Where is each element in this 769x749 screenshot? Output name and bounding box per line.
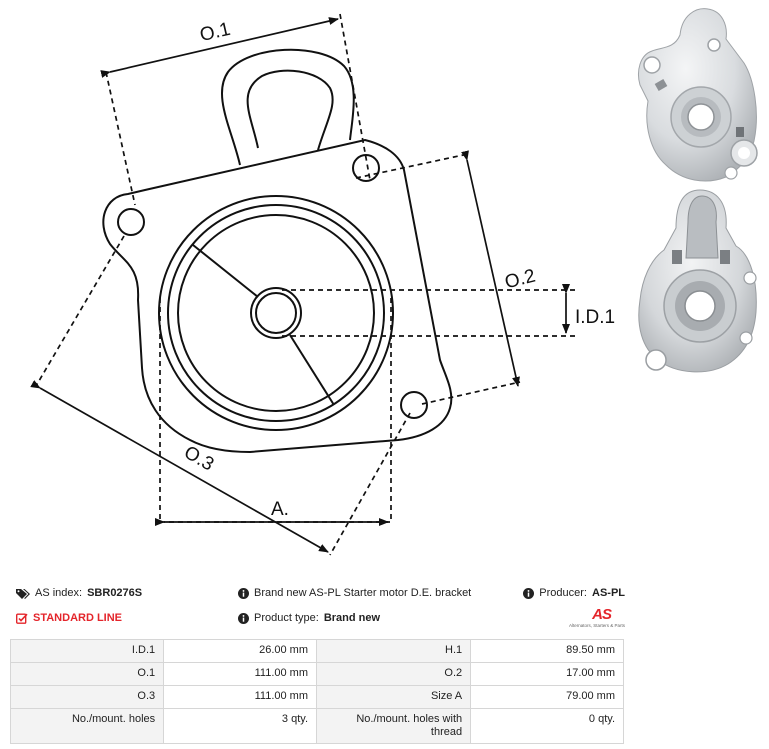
- spec-value: 17.00 mm: [470, 662, 624, 686]
- bracket-flange-outline: [102, 138, 453, 454]
- spec-key: Size A: [316, 685, 472, 709]
- product-photo-bottom: [638, 189, 757, 373]
- spec-key: No./mount. holes with thread: [316, 708, 472, 744]
- spec-key: No./mount. holes: [9, 708, 165, 744]
- table-row: No./mount. holes 3 qty. No./mount. holes…: [9, 708, 624, 744]
- label-o1: O.1: [198, 19, 233, 46]
- mount-hole-top-right: [352, 154, 380, 182]
- label-a: A.: [271, 499, 289, 520]
- spec-value: 111.00 mm: [163, 662, 318, 686]
- producer-label: Producer:: [539, 587, 587, 599]
- info-icon: [238, 587, 249, 599]
- product-photo-top: [638, 8, 758, 182]
- bore-inner: [255, 292, 297, 334]
- as-pl-logo: AS Alternators, Starters & Parts: [563, 606, 625, 630]
- mount-hole-bottom-right: [400, 391, 428, 419]
- spec-value: 111.00 mm: [163, 685, 318, 709]
- logo-text: AS: [592, 606, 612, 623]
- description-text: Brand new AS-PL Starter motor D.E. brack…: [254, 587, 472, 599]
- spec-value: 79.00 mm: [470, 685, 624, 709]
- table-row: I.D.1 26.00 mm H.1 89.50 mm: [9, 639, 624, 663]
- label-o2: O.2: [503, 266, 538, 294]
- table-row: O.1 111.00 mm O.2 17.00 mm: [9, 662, 624, 686]
- label-id1: I.D.1: [575, 307, 615, 328]
- product-type-value: Brand new: [323, 612, 381, 624]
- info-icon: [523, 587, 535, 599]
- check-square-icon: [16, 613, 28, 624]
- producer: Producer: AS-PL: [523, 587, 625, 599]
- standard-line-text: STANDARD LINE: [33, 612, 123, 624]
- specs-table: I.D.1 26.00 mm H.1 89.50 mm O.1 111.00 m…: [9, 639, 624, 744]
- bore-outer: [250, 287, 302, 339]
- spec-value: 89.50 mm: [470, 639, 624, 663]
- spec-key: O.3: [9, 685, 165, 709]
- as-index: AS index: SBR0276S: [16, 587, 142, 599]
- bracket-top-lug-slot: [246, 69, 334, 151]
- spec-value: 0 qty.: [470, 708, 624, 744]
- as-index-value: SBR0276S: [87, 587, 143, 599]
- producer-value: AS-PL: [592, 587, 625, 599]
- spec-key: O.2: [316, 662, 472, 686]
- spec-value: 26.00 mm: [163, 639, 318, 663]
- inner-pilot-circle: [167, 204, 385, 422]
- product-type: Product type: Brand new: [238, 612, 380, 624]
- mount-hole-left: [117, 208, 145, 236]
- spec-value: 3 qty.: [163, 708, 318, 744]
- info-icon: [238, 612, 249, 624]
- product-type-label: Product type:: [254, 612, 319, 624]
- outer-pilot-circle: [158, 195, 394, 431]
- tags-icon: [16, 588, 30, 599]
- table-row: O.3 111.00 mm Size A 79.00 mm: [9, 685, 624, 709]
- spec-key: O.1: [9, 662, 165, 686]
- line-badge: STANDARD LINE: [16, 612, 122, 624]
- spec-key: H.1: [316, 639, 472, 663]
- product-info: AS index: SBR0276S Brand new AS-PL Start…: [12, 585, 625, 635]
- as-index-label: AS index:: [35, 587, 83, 599]
- spec-key: I.D.1: [9, 639, 165, 663]
- technical-drawing: O.1 O.2 O.3 I.D.1 A.: [30, 13, 615, 556]
- logo-tagline: Alternators, Starters & Parts: [568, 623, 625, 628]
- face-circle: [177, 214, 375, 412]
- product-description: Brand new AS-PL Starter motor D.E. brack…: [238, 587, 471, 599]
